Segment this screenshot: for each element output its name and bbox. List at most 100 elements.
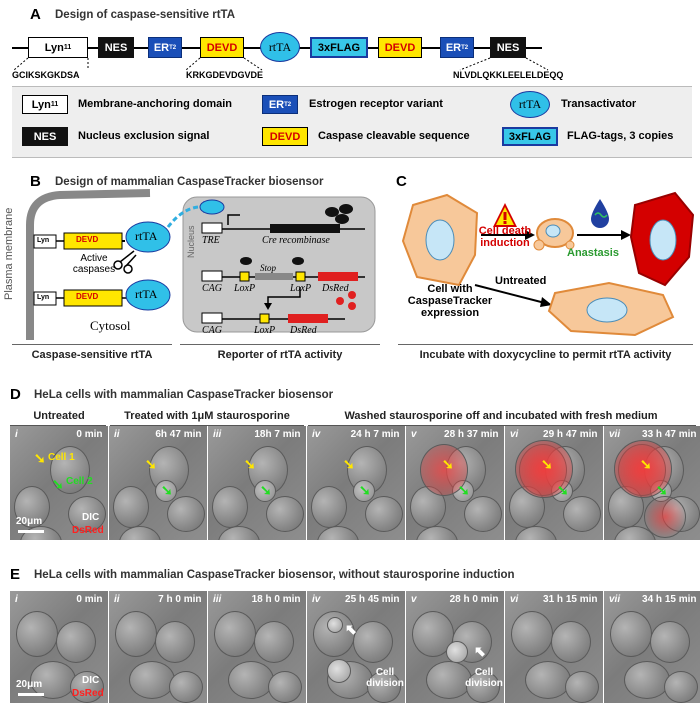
legend-rtta-text: Transactivator (561, 98, 637, 110)
cell-division-arrow-icon: ⬉ (474, 643, 486, 659)
micrograph-cell (317, 526, 359, 540)
micrograph-cell (416, 526, 458, 540)
cell-division-label: Cell division (465, 667, 503, 689)
scale-bar-label: 20μm (16, 516, 43, 527)
micrograph-cell (70, 671, 104, 703)
micrograph-cell (365, 496, 403, 532)
micrograph-cell (268, 671, 302, 703)
construct-3xflag: 3xFLAG (310, 37, 368, 58)
micrograph-cell (129, 661, 175, 699)
micrograph-cell (511, 611, 553, 657)
cell-1-arrow-icon: ➘ (34, 450, 46, 466)
panelE-frame-ii: ii 7 h 0 min (109, 591, 207, 703)
micrograph-cell (311, 486, 347, 528)
cytosol-label: Cytosol (90, 318, 131, 333)
legend-nes-key: NES (22, 127, 68, 146)
legend-lyn-text: Membrane-anchoring domain (78, 98, 233, 110)
construct-nes-2: NES (490, 37, 526, 58)
micrograph-cell (218, 526, 260, 540)
micrograph-cell (254, 621, 294, 663)
dic-label: DIC (82, 675, 100, 686)
lyn-label-bottom: Lyn (37, 294, 50, 301)
micrograph-cell (353, 480, 375, 502)
cell-death-label: Cell death induction (478, 225, 532, 249)
micrograph-cell (266, 496, 304, 532)
scale-bar (18, 693, 44, 696)
panel-c-label: C (396, 173, 407, 190)
micrograph-cell (327, 659, 351, 683)
group-treated-bar (110, 425, 304, 426)
panel-c-diagram (401, 191, 695, 337)
micrograph-cell (56, 621, 96, 663)
frame-index: iii (213, 429, 222, 440)
frame-time: 33 h 47 min (642, 429, 697, 440)
cell-1-arrow-icon: ➘ (244, 456, 256, 472)
scale-bar (18, 530, 44, 533)
legend-flag-key: 3xFLAG (502, 127, 558, 146)
tre-label: TRE (202, 235, 220, 246)
micrograph-cell (214, 611, 256, 657)
panel-b-right-bar (180, 344, 380, 345)
frame-index: iv (312, 594, 321, 605)
frame-time: 18h 7 min (254, 429, 301, 440)
cell-2-arrow-icon: ➘ (656, 482, 668, 498)
construct-nes-1: NES (98, 37, 134, 58)
cre-label: Cre recombinase (262, 235, 330, 246)
frame-index: vii (609, 594, 621, 605)
frame-time: 28 h 37 min (444, 429, 499, 440)
cell-1-arrow-icon: ➘ (145, 456, 157, 472)
frame-time: 18 h 0 min (251, 594, 301, 605)
lyn-sequence: GCIKSKGKDSA (12, 70, 80, 80)
loxp-label-1: LoxP (234, 283, 256, 294)
panel-b-title: Design of mammalian CaspaseTracker biose… (55, 176, 324, 188)
frame-index: iii (213, 594, 222, 605)
group-treated-label: Treated with 1μM staurosporine (124, 410, 290, 422)
micrograph-cell (155, 621, 195, 663)
micrograph-cell (624, 661, 670, 699)
panel-b-caption-left: Caspase-sensitive rtTA (31, 349, 153, 361)
panel-a-title: Design of caspase-sensitive rtTA (55, 9, 236, 21)
cell-2-arrow-icon: ➘ (161, 482, 173, 498)
frame-index: i (15, 594, 18, 605)
frame-time: 7 h 0 min (158, 594, 202, 605)
micrograph-cell (20, 526, 62, 540)
panel-b-label: B (30, 173, 41, 190)
cell-1-arrow-icon: ➘ (541, 456, 553, 472)
micrograph-cell (551, 621, 591, 663)
rtta-label-bottom: rtTA (135, 287, 158, 301)
sequence-expansion-lines (13, 57, 549, 71)
devd-sequence: KRKGDEVDGVDE (186, 70, 264, 80)
panel-b-diagram (26, 189, 376, 340)
micrograph-cell (464, 496, 502, 532)
frame-index: vii (609, 429, 621, 440)
panelE-frame-iii: iii 18 h 0 min (208, 591, 306, 703)
frame-index: ii (114, 594, 120, 605)
anastasis-label: Anastasis (567, 247, 619, 259)
micrograph-cell (420, 444, 468, 496)
group-washed-label: Washed staurosporine off and incubated w… (344, 410, 658, 422)
group-washed-bar (308, 425, 696, 426)
cell-division-label: Cell division (366, 667, 404, 689)
frame-time: 0 min (76, 594, 103, 605)
scale-bar-label: 20μm (16, 679, 43, 690)
micrograph-cell (228, 661, 274, 699)
dsred-label-2: DsRed (290, 325, 317, 336)
micrograph-cell (644, 496, 686, 538)
panel-c-caption: Incubate with doxycycline to permit rtTA… (419, 349, 672, 361)
micrograph-cell (614, 440, 672, 498)
frame-index: v (411, 594, 417, 605)
panel-d-title: HeLa cells with mammalian CaspaseTracker… (34, 389, 334, 401)
loxp-label-2: LoxP (290, 283, 312, 294)
micrograph-cell (68, 496, 106, 532)
rtta-label-top: rtTA (135, 229, 158, 243)
devd-label-bottom: DEVD (76, 292, 99, 301)
micrograph-cell (50, 446, 90, 494)
